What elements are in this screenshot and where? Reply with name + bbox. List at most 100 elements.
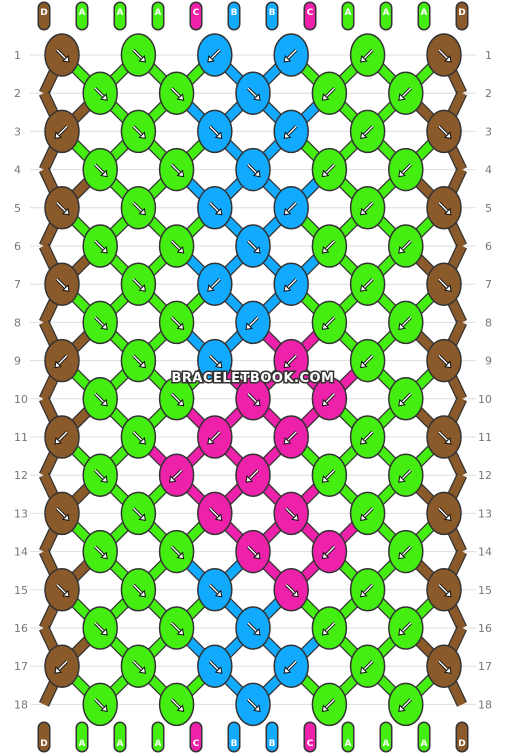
row-label-left: 5 — [14, 202, 21, 215]
knot-forward — [120, 186, 157, 230]
arrow-down-left-icon — [283, 201, 298, 216]
row-label-left: 4 — [14, 164, 21, 177]
arrow-down-right-icon — [437, 507, 452, 522]
arrow-down-right-icon — [94, 239, 108, 254]
arrow-down-right-icon — [132, 201, 147, 216]
arrow-down-right-icon — [170, 163, 185, 178]
knot-backward — [311, 224, 348, 268]
arrow-down-left-icon — [245, 469, 260, 483]
arrow-down-right-icon — [55, 201, 70, 216]
arrow-down-right-icon — [285, 583, 299, 598]
strand-label-top: A — [345, 8, 352, 18]
row-label-right: 18 — [478, 698, 492, 711]
knot-backward — [311, 529, 348, 574]
knot-forward — [158, 606, 195, 650]
arrow-down-left-icon — [321, 316, 336, 331]
arrow-down-right-icon — [437, 660, 452, 674]
row-label-left: 15 — [14, 584, 28, 597]
knot-forward — [82, 529, 118, 574]
arrow-down-left-icon — [283, 354, 298, 369]
arrow-down-right-icon — [132, 354, 147, 369]
row-label-left: 14 — [14, 546, 28, 559]
knot-backward — [311, 300, 348, 345]
row-label-left: 12 — [14, 469, 28, 482]
knot-forward — [158, 224, 195, 268]
knot-forward — [426, 415, 462, 459]
arrow-down-right-icon — [437, 430, 452, 445]
knot-forward — [120, 568, 157, 612]
arrow-down-left-icon — [54, 660, 69, 674]
knot-backward — [44, 644, 80, 688]
knot-forward — [197, 338, 233, 383]
arrow-down-left-icon — [54, 430, 69, 445]
strand-label-bottom: B — [269, 739, 276, 749]
row-label-left: 6 — [14, 240, 21, 253]
arrow-down-left-icon — [398, 239, 412, 254]
arrow-down-right-icon — [132, 278, 147, 292]
arrow-down-left-icon — [321, 621, 336, 636]
arrow-down-right-icon — [132, 125, 147, 140]
arrow-down-right-icon — [437, 278, 452, 292]
arrow-down-left-icon — [321, 239, 336, 254]
row-label-right: 12 — [478, 469, 492, 482]
knot-backward — [388, 224, 424, 268]
knot-backward — [311, 147, 348, 192]
row-label-left: 18 — [14, 698, 28, 711]
arrow-down-right-icon — [55, 507, 70, 522]
knot-backward — [388, 71, 424, 115]
strand-label-bottom: A — [155, 739, 162, 749]
row-label-left: 17 — [14, 660, 28, 673]
arrow-down-left-icon — [207, 48, 221, 63]
arrow-down-right-icon — [246, 163, 261, 178]
knot-forward — [44, 491, 80, 536]
arrow-down-left-icon — [398, 316, 412, 331]
arrow-down-left-icon — [207, 430, 221, 445]
arrow-down-right-icon — [208, 507, 223, 522]
knot-forward — [120, 644, 157, 688]
knot-backward — [273, 109, 309, 154]
arrow-down-left-icon — [283, 660, 298, 674]
knot-backward — [273, 644, 309, 688]
knot-forward — [235, 377, 271, 421]
row-label-right: 4 — [485, 164, 492, 177]
arrow-down-left-icon — [321, 163, 336, 178]
arrow-down-left-icon — [398, 698, 412, 713]
knot-backward — [273, 415, 309, 459]
arrow-down-left-icon — [283, 48, 298, 63]
row-label-right: 3 — [485, 125, 492, 138]
strand-label-bottom: D — [40, 739, 47, 749]
arrow-down-left-icon — [321, 392, 336, 407]
knot-backward — [311, 71, 348, 115]
arrow-down-left-icon — [398, 392, 412, 407]
arrow-down-right-icon — [94, 469, 108, 483]
row-label-right: 16 — [478, 622, 492, 635]
knot-backward — [273, 262, 309, 306]
row-label-right: 14 — [478, 546, 492, 559]
arrow-down-right-icon — [246, 545, 261, 560]
knot-backward — [349, 491, 386, 536]
knot-forward — [426, 33, 462, 77]
knot-forward — [426, 568, 462, 612]
knot-backward — [44, 109, 80, 154]
knot-forward — [158, 71, 195, 115]
knot-backward — [349, 262, 386, 306]
knot-forward — [120, 33, 157, 77]
knot-forward — [44, 262, 80, 306]
knot-forward — [44, 568, 80, 612]
row-label-right: 17 — [478, 660, 492, 673]
row-label-right: 13 — [478, 507, 492, 520]
arrow-down-right-icon — [246, 87, 261, 101]
arrow-down-right-icon — [208, 583, 223, 598]
knot-forward — [197, 109, 233, 154]
knot-forward — [82, 682, 118, 727]
row-label-right: 11 — [478, 431, 492, 444]
arrow-down-left-icon — [359, 125, 374, 140]
knot-forward — [197, 568, 233, 612]
arrow-down-right-icon — [170, 316, 185, 331]
knot-backward — [349, 109, 386, 154]
strand-label-top: D — [40, 8, 47, 18]
arrow-down-right-icon — [208, 125, 223, 140]
arrow-down-left-icon — [245, 316, 260, 331]
row-label-right: 9 — [485, 355, 492, 368]
